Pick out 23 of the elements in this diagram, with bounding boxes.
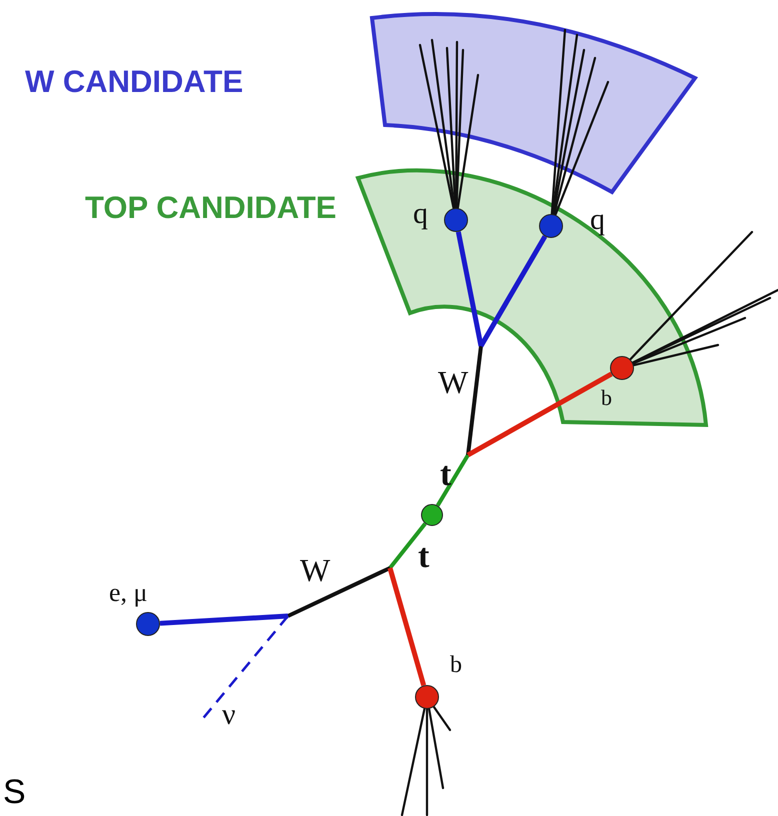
particle-label: t	[418, 540, 430, 574]
particle-label: W	[300, 554, 330, 586]
decay-line	[456, 231, 484, 346]
particle-label: b	[601, 387, 612, 409]
region-heading: TOP CANDIDATE	[85, 189, 338, 227]
decay-line	[478, 235, 548, 348]
region-heading: W CANDIDATE	[25, 63, 244, 101]
particle-label: e, μ	[109, 580, 148, 606]
particle-label: W	[438, 366, 468, 398]
decay-line	[388, 522, 427, 570]
particle-label: ν	[222, 700, 236, 730]
particle-label: t	[440, 458, 452, 492]
particle-label: b	[450, 653, 462, 677]
decay-line	[466, 346, 483, 456]
decay-line	[160, 614, 288, 626]
particle-label: q	[413, 199, 428, 229]
decay-line	[436, 454, 470, 507]
vertex-dot	[421, 504, 443, 526]
decay-line	[287, 566, 391, 618]
decay-line	[388, 567, 426, 686]
particle-label: q	[590, 205, 605, 235]
decay-line	[466, 372, 613, 458]
cut-off-text: S	[3, 775, 26, 809]
